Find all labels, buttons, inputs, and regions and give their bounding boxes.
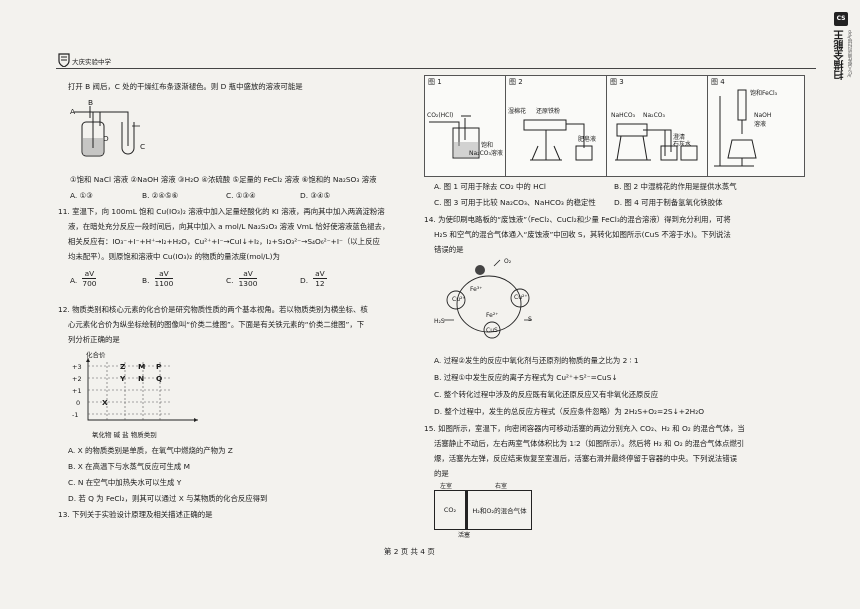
y-tick-plus2: +2 bbox=[72, 375, 82, 383]
figure-2: 图 2 湿棉花 还原铁粉 肥皂液 bbox=[505, 75, 607, 177]
point-q: Q bbox=[156, 374, 163, 383]
q15-left-gas: CO₂ bbox=[443, 506, 457, 514]
school-name: 大庆实验中学 bbox=[72, 58, 111, 66]
fig4-fecl3-label: 饱和FeCl₃ bbox=[750, 90, 778, 97]
q15-container: CO₂ H₂和O₂的混合气体 bbox=[434, 490, 532, 530]
fig3-nahco3-label: NaHCO₃ bbox=[611, 112, 635, 119]
q13-option-d: D. 图 4 可用于制备氢氧化铁胶体 bbox=[614, 198, 723, 207]
cycle-cus: CuS bbox=[486, 327, 498, 334]
q13-stem: 13. 下列关于实验设计原理及相关描述正确的是 bbox=[58, 510, 213, 519]
q15-piston bbox=[465, 491, 468, 529]
q11-line-3: 相关反应有：IO₃⁻+I⁻+H⁺→I₂+H₂O，Cu²⁺+I⁻→CuI↓+I₂，… bbox=[68, 237, 380, 246]
fig3-na2co3-label: Na₂CO₃ bbox=[643, 112, 665, 119]
fig3-lime-label: 澄清 bbox=[673, 134, 686, 141]
y-tick-plus1: +1 bbox=[72, 387, 82, 395]
fig1-reagent-label: 饱和 bbox=[481, 142, 494, 149]
page-number: 第 2 页 共 4 页 bbox=[384, 547, 435, 556]
cycle-cu2-left: Cu²⁺ bbox=[452, 296, 466, 303]
fig-label-b: B bbox=[88, 98, 94, 107]
cycle-fe3-top: Fe³⁺ bbox=[470, 286, 483, 293]
fig1-reagent-label-2: Na₂CO₃溶液 bbox=[469, 150, 503, 157]
q10-choices: ①饱和 NaCl 溶液 ②NaOH 溶液 ③H₂O ④浓硫酸 ⑤足量的 FeCl… bbox=[70, 175, 377, 184]
fig1-gas-label: CO₂(HCl) bbox=[427, 112, 454, 119]
y-tick-plus3: +3 bbox=[72, 363, 82, 371]
q14-option-d: D. 整个过程中，发生的总反应方程式（反应条件忽略）为 2H₂S+O₂=2S↓+… bbox=[434, 407, 705, 416]
q11-line-1: 11. 室温下，向 100mL 饱和 Cu(IO₃)₂ 溶液中加入足量经酸化的 … bbox=[58, 207, 385, 216]
point-m: M bbox=[138, 362, 146, 371]
q13-option-b: B. 图 2 中湿棉花的作用是提供水蒸气 bbox=[614, 182, 737, 191]
q15-line-2: 活塞静止不动后，左右两室气体体积比为 1∶2（如图所示）。然后将 H₂ 和 O₂… bbox=[434, 439, 745, 448]
q14-line-3: 错误的是 bbox=[434, 245, 464, 254]
q13-option-a: A. 图 1 可用于除去 CO₂ 中的 HCl bbox=[434, 182, 546, 191]
cycle-h2s: H₂S bbox=[434, 318, 445, 325]
q10-apparatus-figure bbox=[70, 96, 150, 164]
point-x: X bbox=[102, 398, 108, 407]
fig-label-d: D bbox=[103, 134, 109, 143]
figure-3: 图 3 NaHCO₃ Na₂CO₃ 澄清 石灰水 bbox=[606, 75, 708, 177]
q10-option-a: A. ①③ bbox=[70, 191, 93, 200]
q15-right-room-label: 右室 bbox=[495, 483, 508, 490]
cycle-fe2: Fe²⁺ bbox=[486, 312, 499, 319]
q12-option-b: B. X 在高温下与水蒸气反应可生成 M bbox=[68, 462, 190, 471]
point-p: P bbox=[156, 362, 162, 371]
cycle-s: S bbox=[528, 316, 532, 323]
q12-option-d: D. 若 Q 为 FeCl₂，则其可以通过 X 与某物质的化合反应得到 bbox=[68, 494, 268, 503]
fig-label-a: A bbox=[70, 107, 76, 116]
school-logo bbox=[58, 52, 70, 68]
point-n: N bbox=[138, 374, 145, 383]
q13-option-c: C. 图 3 可用于比较 Na₂CO₃、NaHCO₃ 的稳定性 bbox=[434, 198, 596, 207]
q12-option-c: C. N 在空气中加热失水可以生成 Y bbox=[68, 478, 182, 487]
q10-stem-tail: 打开 B 阀后，C 处的干燥红布条逐渐褪色。则 D 瓶中盛放的溶液可能是 bbox=[68, 82, 303, 91]
chart-y-label: 化合价 bbox=[86, 351, 106, 359]
cs-badge: CS bbox=[834, 12, 848, 26]
cycle-cu2-right: Cu²⁺ bbox=[514, 294, 528, 301]
fig-label-c: C bbox=[140, 142, 146, 151]
q14-option-b: B. 过程①中发生反应的离子方程式为 Cu²⁺+S²⁻=CuS↓ bbox=[434, 373, 618, 382]
q14-line-2: H₂S 和空气的混合气体通入“废蚀液”中回收 S，其转化如图所示(CuS 不溶于… bbox=[434, 230, 731, 239]
q14-option-a: A. 过程②发生的反应中氧化剂与还原剂的物质的量之比为 2 ∶ 1 bbox=[434, 356, 639, 365]
cs-app-name: 扫描全能王 bbox=[835, 30, 846, 80]
q15-piston-label: 活塞 bbox=[458, 532, 471, 539]
q12-line-2: 心元素化合价为纵坐标绘制的图像叫“价类二维图”。下面是有关铁元素的“价类二维图”… bbox=[68, 320, 365, 329]
point-y: Y bbox=[120, 374, 126, 383]
cycle-o2: O₂ bbox=[504, 258, 512, 265]
q12-line-3: 列分析正确的是 bbox=[68, 335, 120, 344]
chart-x-label: 氧化物 碱 盐 物质类别 bbox=[92, 431, 157, 439]
fig4-naoh-label: NaOH bbox=[754, 112, 772, 119]
fig4-naoh-label-2: 溶液 bbox=[754, 121, 767, 128]
q11-line-4: 均未配平）。则原饱和溶液中 Cu(IO₃)₂ 的物质的量浓度(mol/L)为 bbox=[68, 252, 280, 261]
q15-line-4: 的是 bbox=[434, 469, 449, 478]
fig2-soap-label: 肥皂液 bbox=[578, 136, 597, 143]
q15-line-1: 15. 如图所示，室温下，向密闭容器内可移动活塞的两边分别充入 CO₂、H₂ 和… bbox=[424, 424, 745, 433]
figure-4: 图 4 饱和FeCl₃ NaOH 溶液 bbox=[707, 75, 805, 177]
header-rule bbox=[56, 68, 816, 69]
q11-line-2: 液，在暗处充分反应一段时间后，向其中加入 a mol/L Na₂S₂O₃ 溶液 … bbox=[68, 222, 390, 231]
q12-line-1: 12. 物质类别和核心元素的化合价是研究物质性质的两个基本视角。若以物质类别为横… bbox=[58, 305, 368, 314]
point-z: Z bbox=[120, 362, 126, 371]
fig2-cotton-label: 湿棉花 bbox=[508, 108, 527, 115]
q15-line-3: 爆，活塞先左弹，反应结束恢复至室温后，活塞右滑并最终停留于容器的中央。下列说法错… bbox=[434, 454, 738, 463]
q10-option-d: D. ③④⑤ bbox=[300, 191, 331, 200]
figure-1: 图 1 CO₂(HCl) 饱和 Na₂CO₃溶液 bbox=[424, 75, 506, 177]
fig2-iron-label: 还原铁粉 bbox=[536, 108, 561, 115]
q14-option-c: C. 整个转化过程中涉及的反应既有氧化还原反应又有非氧化还原反应 bbox=[434, 390, 659, 399]
y-tick-minus1: -1 bbox=[72, 411, 79, 419]
q10-option-c: C. ①③④ bbox=[226, 191, 256, 200]
q15-right-gas: H₂和O₂的混合气体 bbox=[472, 507, 527, 515]
valence-class-chart bbox=[70, 358, 200, 428]
q12-option-a: A. X 的物质类别是单质，在氧气中燃烧的产物为 Z bbox=[68, 446, 233, 455]
y-tick-0: 0 bbox=[76, 399, 81, 407]
q15-left-room-label: 左室 bbox=[440, 483, 453, 490]
cs-app-sub: 3亿人都在用的扫描App bbox=[848, 30, 853, 78]
q10-option-b: B. ②④⑤⑥ bbox=[142, 191, 179, 200]
cs-scanner-watermark: CS 扫描全能王 3亿人都在用的扫描App bbox=[828, 0, 860, 140]
q14-cycle-diagram bbox=[434, 258, 544, 348]
fig3-lime-label-2: 石灰水 bbox=[673, 141, 692, 148]
q14-line-1: 14. 为使印刷电路板的“废蚀液”（FeCl₂、CuCl₂和少量 FeCl₃的混… bbox=[424, 215, 731, 224]
